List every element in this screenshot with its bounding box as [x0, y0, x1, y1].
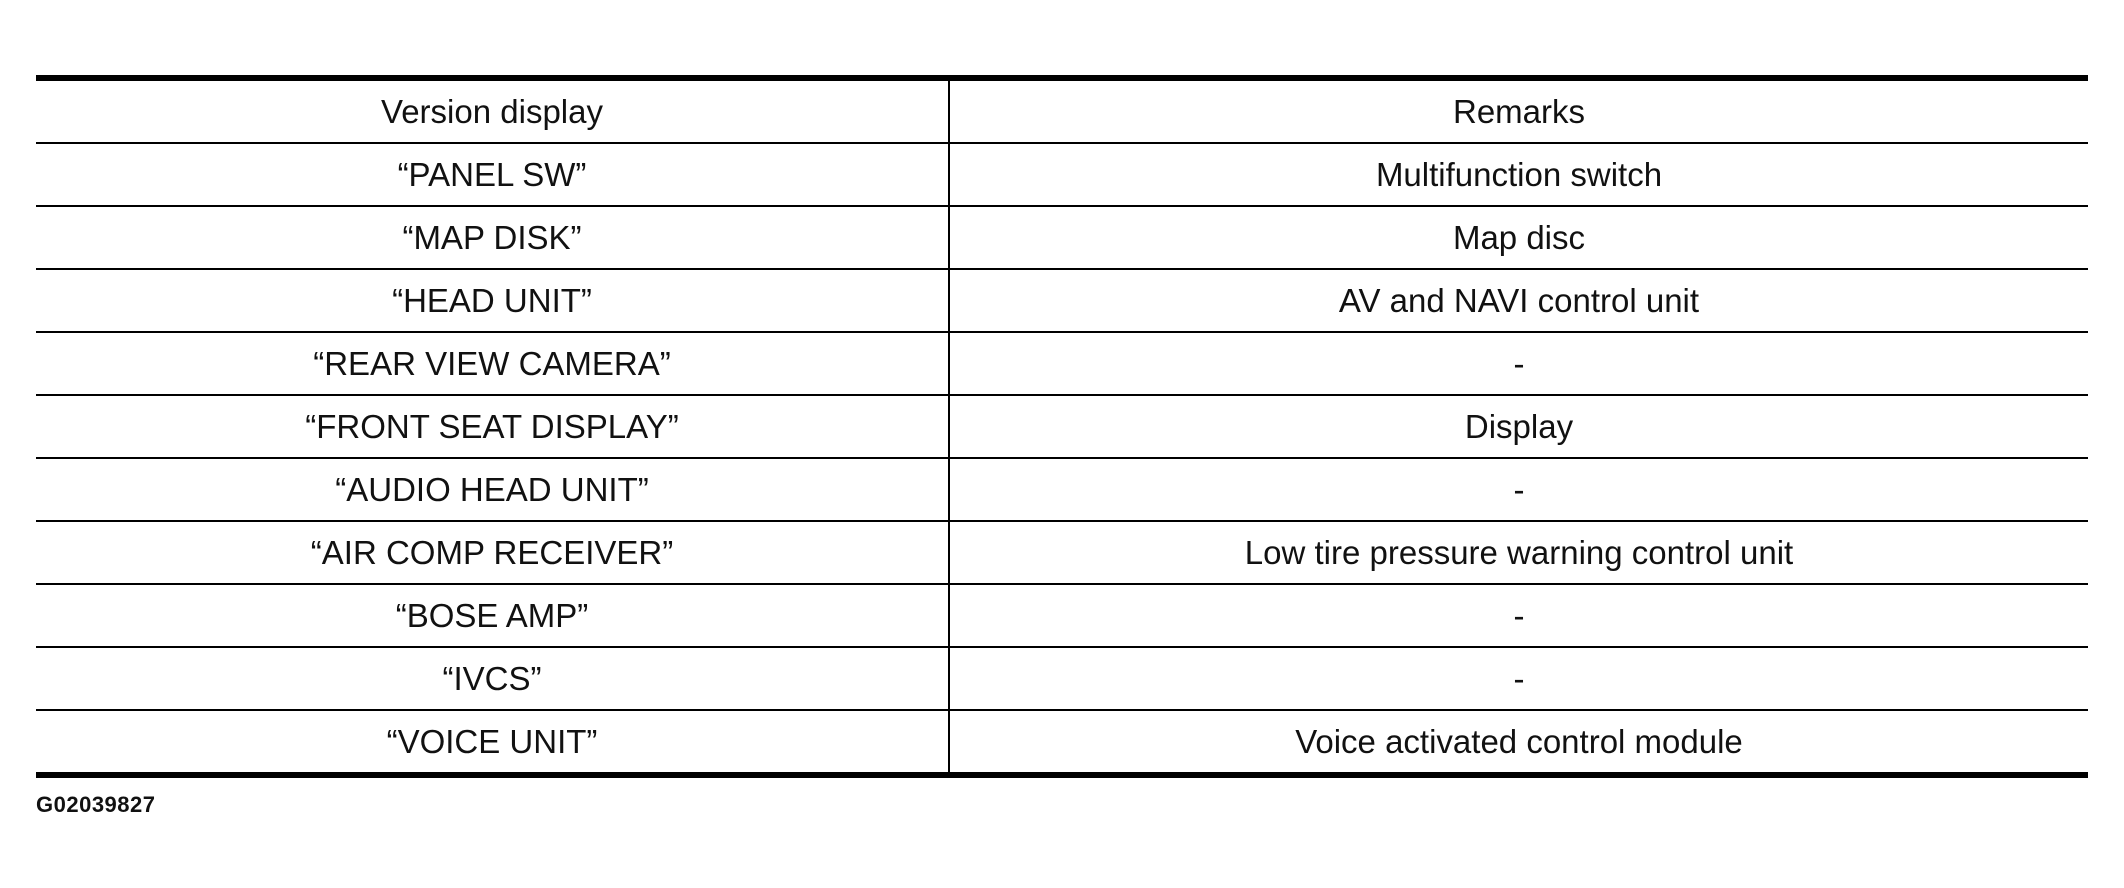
table-row: “PANEL SW” Multifunction switch	[36, 143, 2088, 207]
version-display-cell: “HEAD UNIT”	[36, 269, 950, 333]
table-row: “VOICE UNIT” Voice activated control mod…	[36, 710, 2088, 775]
version-display-table: Version display Remarks “PANEL SW” Multi…	[36, 75, 2088, 778]
version-display-cell: “IVCS”	[36, 647, 950, 711]
figure-code: G02039827	[36, 792, 156, 817]
version-display-cell: “FRONT SEAT DISPLAY”	[36, 395, 950, 459]
table-row: “IVCS” -	[36, 647, 2088, 711]
table-header-row: Version display Remarks	[36, 78, 2088, 144]
version-display-cell: “MAP DISK”	[36, 206, 950, 270]
version-display-cell: “AUDIO HEAD UNIT”	[36, 458, 950, 522]
version-table-container: Version display Remarks “PANEL SW” Multi…	[36, 75, 2088, 778]
remarks-cell: Multifunction switch	[949, 143, 2088, 207]
remarks-cell: -	[949, 458, 2088, 522]
table-row: “BOSE AMP” -	[36, 584, 2088, 648]
version-display-cell: “BOSE AMP”	[36, 584, 950, 648]
table-row: “MAP DISK” Map disc	[36, 206, 2088, 270]
remarks-cell: -	[949, 332, 2088, 396]
remarks-cell: -	[949, 647, 2088, 711]
version-display-cell: “AIR COMP RECEIVER”	[36, 521, 950, 585]
version-display-cell: “VOICE UNIT”	[36, 710, 950, 775]
remarks-cell: Display	[949, 395, 2088, 459]
table-row: “REAR VIEW CAMERA” -	[36, 332, 2088, 396]
remarks-cell: Map disc	[949, 206, 2088, 270]
column-header-remarks: Remarks	[949, 78, 2088, 144]
table-row: “HEAD UNIT” AV and NAVI control unit	[36, 269, 2088, 333]
remarks-cell: AV and NAVI control unit	[949, 269, 2088, 333]
version-display-cell: “PANEL SW”	[36, 143, 950, 207]
table-row: “AIR COMP RECEIVER” Low tire pressure wa…	[36, 521, 2088, 585]
version-display-cell: “REAR VIEW CAMERA”	[36, 332, 950, 396]
remarks-cell: Low tire pressure warning control unit	[949, 521, 2088, 585]
remarks-cell: Voice activated control module	[1295, 722, 1743, 760]
table-row: “AUDIO HEAD UNIT” -	[36, 458, 2088, 522]
remarks-cell: -	[949, 584, 2088, 648]
table-row: “FRONT SEAT DISPLAY” Display	[36, 395, 2088, 459]
column-header-version-display: Version display	[36, 78, 950, 144]
